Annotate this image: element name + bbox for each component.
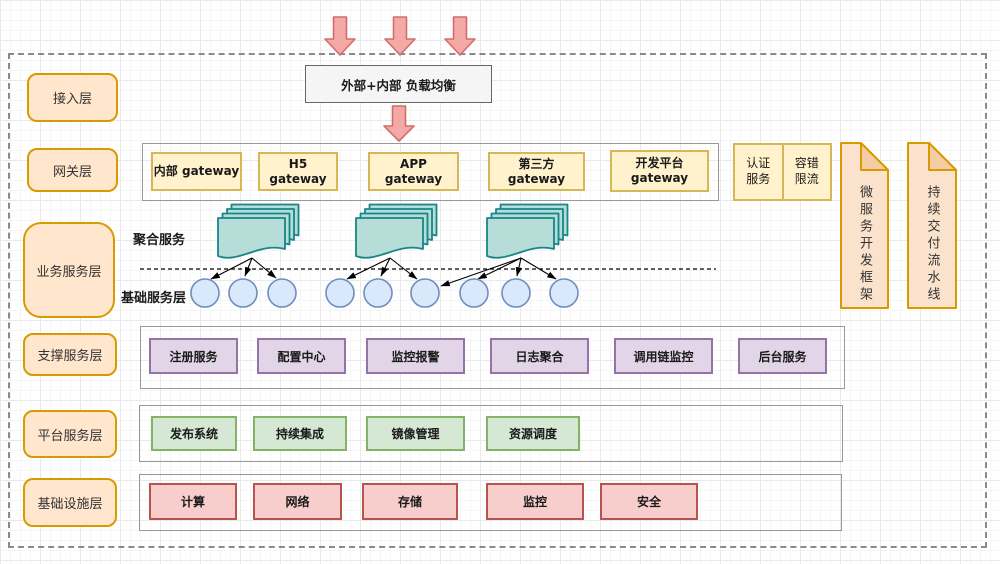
infra-box-security-text: 安全 xyxy=(636,495,661,509)
infra-box-security: 安全 xyxy=(600,483,698,520)
gateway-box-devplatform-text: 开发平台 gateway xyxy=(630,156,689,185)
infra-container xyxy=(139,474,842,531)
infra-box-monitor: 监控 xyxy=(486,483,584,520)
gateway-box-thirdparty-text: 第三方 gateway xyxy=(507,156,566,186)
support-box-log-text: 日志聚合 xyxy=(515,349,564,364)
support-box-log: 日志聚合 xyxy=(490,338,589,374)
infra-box-compute: 计算 xyxy=(149,483,237,520)
access-layer-text: 接入层 xyxy=(52,92,92,107)
gateway-box-app: APP gateway xyxy=(368,152,459,191)
traffic-arrow-icon-3 xyxy=(444,16,476,56)
fault-limit-cell: 容错 限流 xyxy=(781,145,831,199)
support-box-config: 配置中心 xyxy=(257,338,346,374)
business-layer-text: 业务服务层 xyxy=(36,264,102,280)
platform-box-release-text: 发布系统 xyxy=(169,427,218,441)
access-layer-label: 接入层 xyxy=(27,73,118,122)
support-box-tracing-text: 调用链监控 xyxy=(633,349,694,364)
infra-box-compute-text: 计算 xyxy=(180,495,205,509)
auth-service-text: 认证 服务 xyxy=(746,156,771,186)
gateway-box-internal: 内部 gateway xyxy=(151,152,242,191)
load-balancer-box: 外部+内部 负载均衡 xyxy=(305,65,492,103)
platform-box-ci-text: 持续集成 xyxy=(275,427,324,441)
gateway-box-devplatform: 开发平台 gateway xyxy=(610,150,709,192)
platform-box-image: 镜像管理 xyxy=(366,416,465,451)
platform-box-image-text: 镜像管理 xyxy=(391,427,440,441)
banner-microservice-framework-text: 微服务开发框架 xyxy=(857,184,872,304)
platform-box-scheduler-text: 资源调度 xyxy=(508,427,557,441)
traffic-arrow-icon-2 xyxy=(384,16,416,56)
banner-delivery-pipeline: 持续交付流水线 xyxy=(908,183,956,305)
infra-box-network: 网络 xyxy=(253,483,342,520)
gateway-addons-box: 认证 服务 容错 限流 xyxy=(733,143,832,201)
platform-box-scheduler: 资源调度 xyxy=(486,416,580,451)
base-service-text: 基础服务层 xyxy=(121,291,187,306)
load-balancer-text: 外部+内部 负载均衡 xyxy=(341,77,456,93)
support-box-config-text: 配置中心 xyxy=(277,349,326,364)
infra-box-network-text: 网络 xyxy=(285,495,310,509)
gateway-box-thirdparty: 第三方 gateway xyxy=(488,152,585,191)
infra-box-monitor-text: 监控 xyxy=(522,495,547,509)
base-service-label: 基础服务层 xyxy=(121,287,186,306)
fault-limit-text: 容错 限流 xyxy=(794,156,819,186)
platform-box-release: 发布系统 xyxy=(151,416,237,451)
support-box-registry-text: 注册服务 xyxy=(169,349,218,364)
business-layer-label: 业务服务层 xyxy=(23,222,115,318)
support-container xyxy=(140,326,845,389)
support-box-backend-text: 后台服务 xyxy=(758,349,807,364)
gateway-layer-label: 网关层 xyxy=(27,148,118,192)
platform-layer-label: 平台服务层 xyxy=(23,410,117,458)
outer-dashed-boundary xyxy=(8,53,987,548)
traffic-arrow-icon-1 xyxy=(324,16,356,56)
infra-layer-label: 基础设施层 xyxy=(23,478,117,527)
platform-layer-text: 平台服务层 xyxy=(37,428,103,444)
gateway-layer-text: 网关层 xyxy=(52,164,92,180)
gateway-box-h5-text: H5 gateway xyxy=(269,156,327,186)
support-layer-text: 支撑服务层 xyxy=(37,349,103,364)
infra-box-storage-text: 存储 xyxy=(397,495,422,509)
banner-delivery-pipeline-text: 持续交付流水线 xyxy=(924,184,940,304)
banner-microservice-framework: 微服务开发框架 xyxy=(841,183,888,305)
platform-box-ci: 持续集成 xyxy=(253,416,347,451)
aggregation-service-label: 聚合服务 xyxy=(133,229,185,248)
support-box-tracing: 调用链监控 xyxy=(614,338,713,374)
gateway-container xyxy=(142,143,719,201)
support-box-monitor-alert-text: 监控报警 xyxy=(391,349,440,364)
support-box-registry: 注册服务 xyxy=(149,338,238,374)
support-layer-label: 支撑服务层 xyxy=(23,333,117,376)
gateway-box-app-text: APP gateway xyxy=(384,156,443,186)
infra-box-storage: 存储 xyxy=(362,483,458,520)
support-box-backend: 后台服务 xyxy=(738,338,827,374)
gateway-box-internal-text: 内部 gateway xyxy=(153,164,240,178)
infra-layer-text: 基础设施层 xyxy=(37,497,103,512)
platform-container xyxy=(139,405,843,462)
auth-service-cell: 认证 服务 xyxy=(735,145,782,199)
support-box-monitor-alert: 监控报警 xyxy=(366,338,465,374)
aggregation-service-text: 聚合服务 xyxy=(133,233,186,248)
gateway-box-h5: H5 gateway xyxy=(258,152,338,191)
